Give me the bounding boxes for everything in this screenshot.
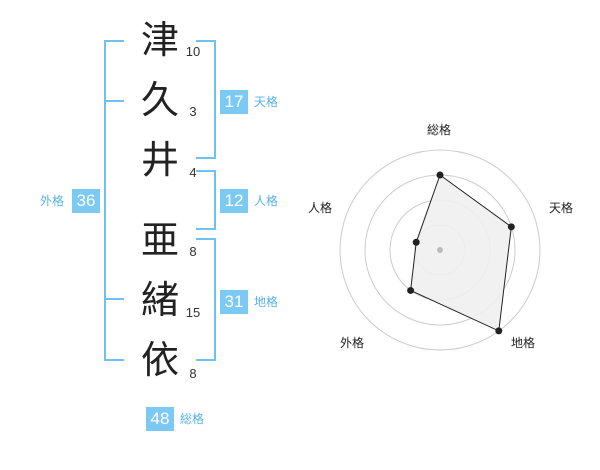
- soukaku-score: 48: [146, 407, 174, 431]
- stroke-count-4: 8: [189, 244, 197, 259]
- soukaku-label: 総格: [180, 412, 205, 426]
- bracket-line: [196, 359, 216, 361]
- name-char-1: 津: [140, 18, 179, 62]
- bracket-line: [214, 238, 216, 361]
- bracket-line: [196, 157, 216, 159]
- stroke-count-1: 10: [185, 44, 201, 59]
- bracket-line: [196, 238, 216, 240]
- radar-center: [437, 247, 443, 253]
- jinkaku-score: 12: [220, 189, 248, 213]
- gaikaku-label: 外格: [40, 194, 65, 208]
- jinkaku-label: 人格: [254, 194, 279, 208]
- radar-point-2: [507, 223, 515, 231]
- bracket-line: [196, 170, 216, 172]
- bracket-line: [104, 298, 124, 300]
- name-char-4: 亜: [140, 218, 179, 262]
- radar-label-chikaku: 地格: [511, 336, 536, 350]
- radar-label-jinkaku: 人格: [308, 201, 333, 215]
- stroke-count-6: 8: [189, 366, 197, 381]
- gaikaku-score: 36: [72, 189, 100, 213]
- radar-label-soukaku: 総格: [427, 123, 452, 137]
- radar-label-gaikaku: 外格: [340, 336, 365, 350]
- bracket-line: [104, 100, 124, 102]
- chikaku-score: 31: [220, 290, 248, 314]
- name-char-5: 緒: [140, 278, 179, 322]
- stroke-count-2: 3: [189, 104, 197, 119]
- tenkaku-label: 天格: [254, 95, 279, 109]
- tenkaku-score: 17: [220, 90, 248, 114]
- radar-point-4: [407, 286, 415, 294]
- bracket-line: [214, 40, 216, 159]
- radar-shape: [407, 171, 515, 335]
- bracket-line: [214, 170, 216, 230]
- name-char-3: 井: [140, 138, 179, 182]
- radar-ring-1: [339, 149, 541, 351]
- name-char-2: 久: [140, 78, 179, 122]
- stroke-count-5: 15: [185, 305, 201, 320]
- bracket-line: [196, 228, 216, 230]
- name-char-6: 依: [140, 338, 179, 382]
- stroke-count-3: 4: [189, 165, 197, 180]
- radar-label-tenkaku: 天格: [549, 201, 574, 215]
- bracket-line: [104, 359, 124, 361]
- radar-chart: [339, 149, 541, 351]
- radar-point-1: [436, 171, 444, 179]
- radar-polygon: [410, 174, 512, 332]
- bracket-line: [104, 40, 106, 361]
- radar-point-3: [495, 327, 503, 335]
- bracket-line: [104, 40, 124, 42]
- chikaku-label: 地格: [254, 295, 279, 309]
- bracket-line: [196, 40, 216, 42]
- radar-point-5: [412, 238, 420, 246]
